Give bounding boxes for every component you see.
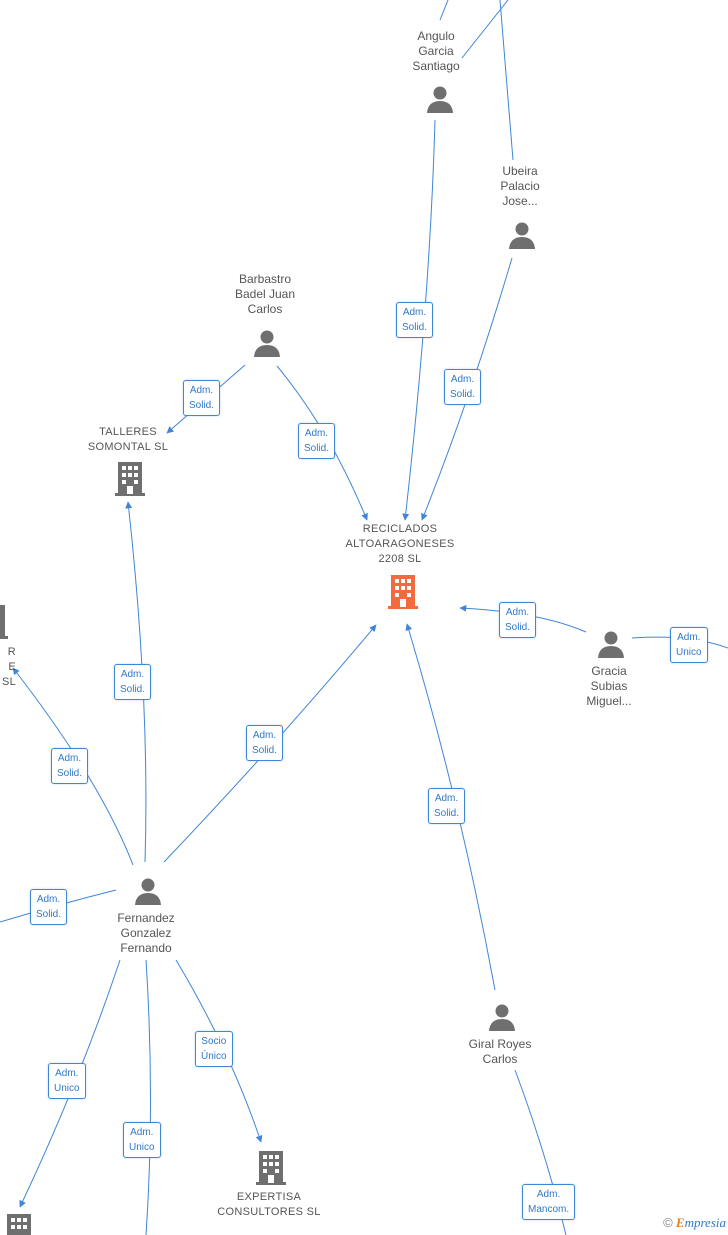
edge-label-barbastro-talleres[interactable]: Adm. Solid.: [183, 380, 221, 416]
edge-label-gracia-right[interactable]: Adm. Unico: [670, 627, 708, 663]
building-icon[interactable]: [256, 1151, 286, 1185]
building-icon-focus[interactable]: [388, 575, 418, 609]
person-icon[interactable]: [508, 221, 536, 249]
edge-label-gracia-reciclados[interactable]: Adm. Solid.: [499, 602, 537, 638]
edge-label-fernandez-bottomleft[interactable]: Adm. Unico: [48, 1063, 86, 1099]
person-label-giral[interactable]: Giral Royes Carlos: [468, 1037, 532, 1066]
building-icon[interactable]: [0, 605, 8, 639]
brand-name: mpresia: [684, 1215, 726, 1230]
edge-label-giral-bottom[interactable]: Adm. Mancom.: [522, 1184, 576, 1220]
copyright-symbol: ©: [663, 1215, 673, 1230]
person-label-barbastro[interactable]: Barbastro Badel Juan Carlos: [234, 272, 296, 316]
company-label-left-partial[interactable]: R E SL: [1, 646, 16, 688]
person-icon[interactable]: [488, 1003, 516, 1031]
person-label-angulo[interactable]: Angulo Garcia Santiago: [412, 29, 460, 73]
building-icon[interactable]: [115, 462, 145, 496]
person-icon[interactable]: [134, 877, 162, 905]
edge-label-fernandez-expertisa[interactable]: Socio Único: [195, 1031, 233, 1067]
person-label-fernandez[interactable]: Fernandez Gonzalez Fernando: [117, 911, 175, 955]
person-label-gracia[interactable]: Gracia Subias Miguel...: [586, 664, 632, 708]
edge-label-giral-reciclados[interactable]: Adm. Solid.: [428, 788, 466, 824]
building-icon[interactable]: [4, 1214, 34, 1235]
edge-fernandez-bottom: [145, 959, 151, 1235]
person-icon[interactable]: [597, 630, 625, 658]
edge-label-ubeira-reciclados[interactable]: Adm. Solid.: [444, 369, 482, 405]
edge-label-fernandez-leftco[interactable]: Adm. Solid.: [51, 748, 89, 784]
edge-ubeira-top: [499, 0, 514, 161]
person-label-ubeira[interactable]: Ubeira Palacio Jose...: [500, 164, 540, 208]
edge-label-angulo-reciclados[interactable]: Adm. Solid.: [396, 302, 434, 338]
person-icon[interactable]: [253, 329, 281, 357]
person-icon[interactable]: [426, 85, 454, 113]
edge-label-barbastro-reciclados[interactable]: Adm. Solid.: [298, 423, 336, 459]
edge-label-fernandez-reciclados[interactable]: Adm. Solid.: [246, 725, 284, 761]
edge-label-fernandez-left[interactable]: Adm. Solid.: [30, 889, 68, 925]
company-label-reciclados[interactable]: RECICLADOS ALTOARAGONESES 2208 SL: [345, 523, 455, 565]
edge-label-fernandez-talleres[interactable]: Adm. Solid.: [114, 664, 152, 700]
edge-angulo-top: [439, 0, 449, 21]
brand-initial: E: [675, 1215, 685, 1230]
brand-footer: © Empresia: [663, 1215, 726, 1231]
company-label-talleres[interactable]: TALLERES SOMONTAL SL: [87, 426, 169, 453]
company-label-expertisa[interactable]: EXPERTISA CONSULTORES SL: [217, 1191, 321, 1218]
edge-label-fernandez-bottom[interactable]: Adm. Unico: [123, 1122, 161, 1158]
